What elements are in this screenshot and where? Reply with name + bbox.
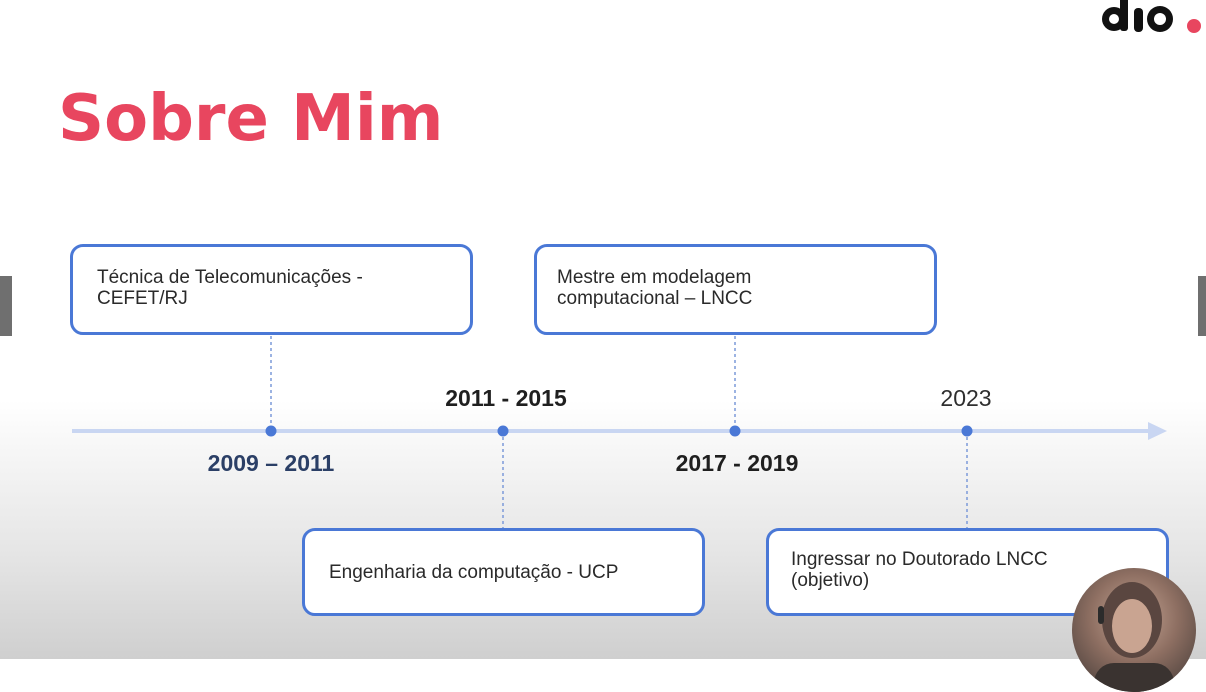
timeline-dot-4 bbox=[961, 425, 973, 437]
year-label-2023: 2023 bbox=[940, 385, 992, 411]
event-box-engenharia: Engenharia da computação - UCP bbox=[302, 528, 705, 616]
event-box-telecom: Técnica de Telecomunicações - CEFET/RJ bbox=[70, 244, 473, 335]
event-text-doutorado: Ingressar no Doutorado LNCC (objetivo) bbox=[791, 549, 1048, 591]
dio-logo bbox=[1102, 0, 1201, 33]
timeline bbox=[72, 336, 1167, 528]
timeline-arrowhead bbox=[1148, 422, 1167, 440]
year-label-2017: 2017 - 2019 bbox=[675, 450, 799, 476]
timeline-dot-1 bbox=[265, 425, 277, 437]
left-edge-bar bbox=[0, 276, 12, 336]
year-label-2011: 2011 - 2015 bbox=[445, 385, 567, 411]
event-box-mestrado: Mestre em modelagem computacional – LNCC bbox=[534, 244, 937, 335]
presenter-silhouette-icon bbox=[1094, 582, 1174, 692]
timeline-dot-2 bbox=[497, 425, 509, 437]
presenter-webcam bbox=[1072, 568, 1196, 692]
event-text-mestrado: Mestre em modelagem computacional – LNCC bbox=[557, 267, 753, 309]
year-label-2009: 2009 – 2011 bbox=[207, 450, 335, 476]
event-text-telecom: Técnica de Telecomunicações - CEFET/RJ bbox=[97, 267, 363, 309]
right-edge-bar bbox=[1198, 276, 1206, 336]
event-text-engenharia: Engenharia da computação - UCP bbox=[329, 561, 619, 583]
slide-title: Sobre Mim bbox=[58, 82, 444, 156]
timeline-dot-3 bbox=[729, 425, 741, 437]
